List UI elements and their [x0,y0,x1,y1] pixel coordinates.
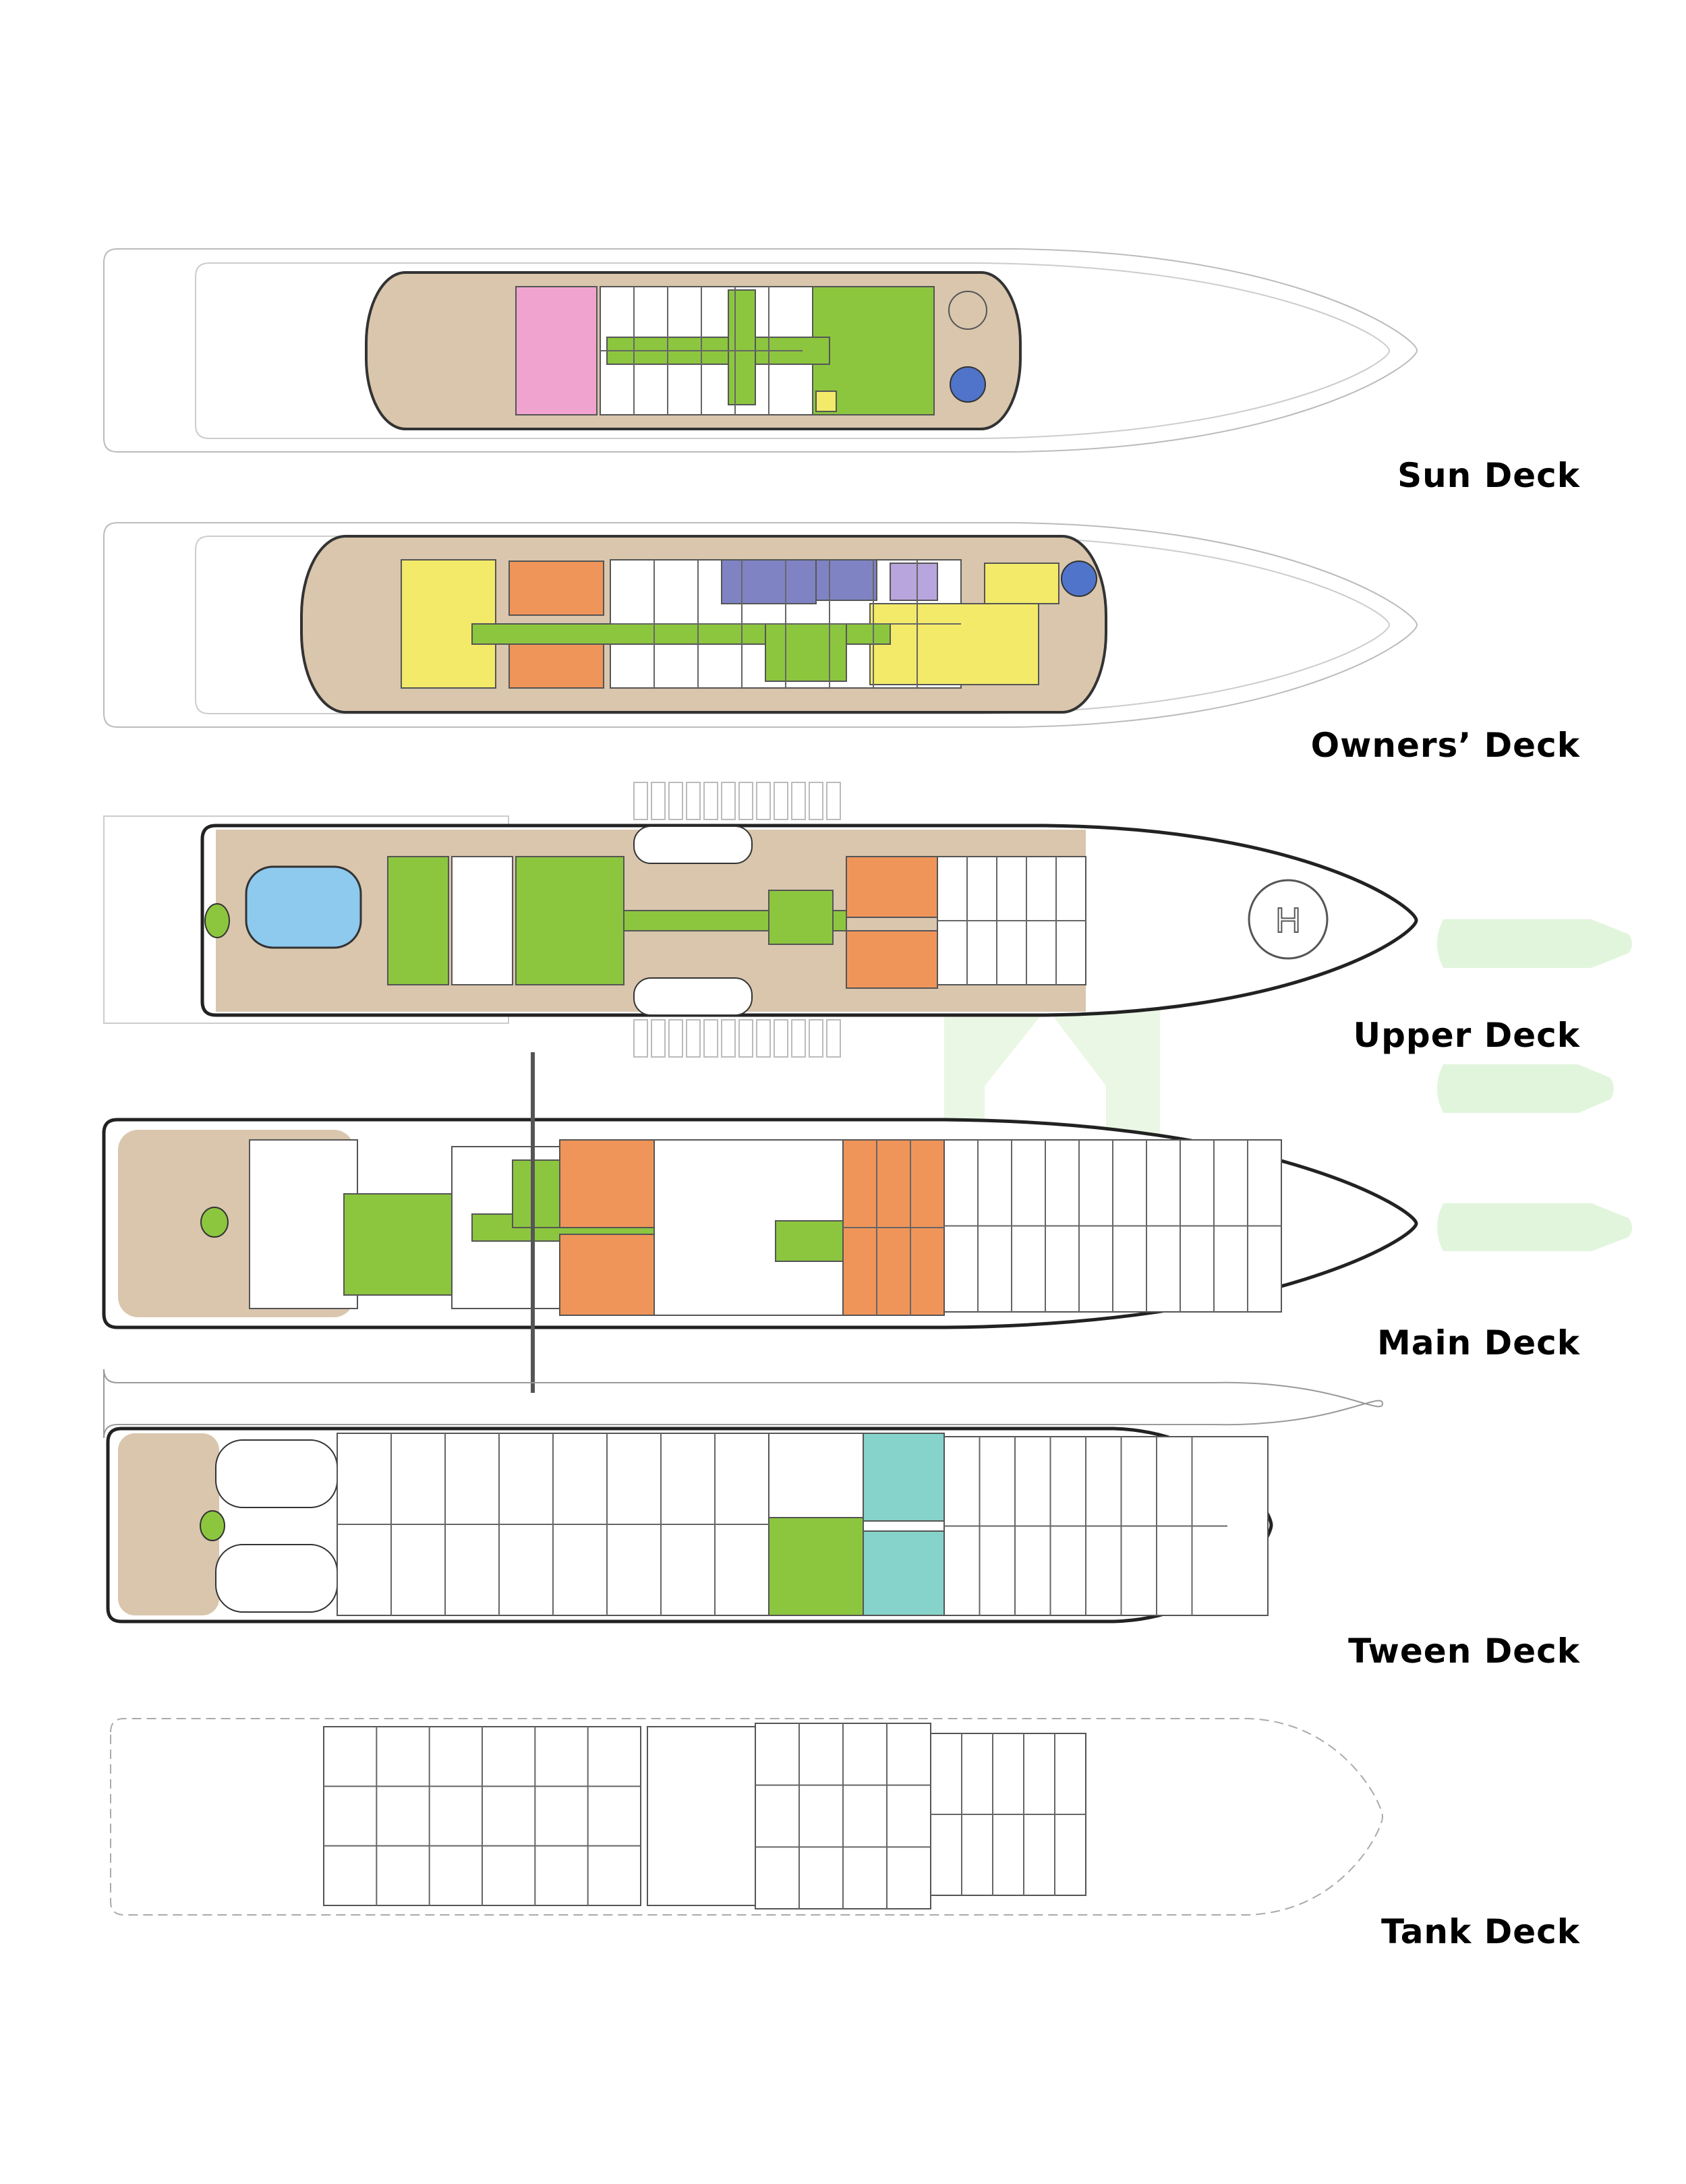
guest-cabin [846,856,938,918]
swimming-pool [245,865,362,949]
pantry [815,391,837,412]
tanks [647,1726,756,1906]
watermark-bar-middle [1437,1064,1614,1113]
deck-label-upper: Upper Deck [1353,1016,1580,1055]
helipad-marker: H [1275,901,1301,940]
dressing [890,563,938,601]
tank-deck-plan [110,1718,1384,1916]
owners-jacuzzi [1061,561,1097,597]
side-platform [774,782,788,820]
side-platform [721,1019,736,1058]
tender-garage [215,1544,338,1613]
tween-deck-plan [103,1369,1384,1623]
helipad-circle [1248,879,1329,960]
aft-lobby [200,1207,229,1238]
stair-hall [728,289,756,405]
owners-deck-hull-outline [103,522,1418,728]
gym [768,1517,864,1616]
tank-deck-hull [110,1718,1384,1916]
watermark-bar-top [1437,919,1632,968]
owner-lounge [765,623,847,682]
side-platform [633,782,648,820]
jacuzzi [950,366,986,403]
office [721,559,817,604]
side-platform [668,1019,683,1058]
side-platform [756,782,771,820]
side-platform [756,1019,771,1058]
dining-salon [343,1193,453,1296]
owners-deck-plan [103,522,1418,728]
side-platform [809,1019,823,1058]
side-platform [826,1019,841,1058]
side-platform [703,782,718,820]
spa-area [515,286,598,415]
deck-label-sun: Sun Deck [1397,456,1580,495]
side-platform [774,1019,788,1058]
crew-mess [863,1433,945,1522]
side-platform [826,782,841,820]
crew-lounge [863,1530,945,1616]
deck-label-owners: Owners’ Deck [1310,726,1580,765]
tender-garage [215,1439,338,1508]
side-platform [721,782,736,820]
tender [633,826,753,864]
side-platform [791,782,806,820]
aft-platform [204,903,230,938]
guest-cabin [559,1139,655,1228]
tween-deck-beach-club [118,1433,219,1615]
sun-deck-plan [103,248,1418,453]
deck-label-tween: Tween Deck [1348,1632,1580,1671]
side-platform [738,782,753,820]
deck-label-main: Main Deck [1377,1323,1580,1362]
main-salon [515,856,624,985]
sun-deck-inner-outline [195,262,1391,439]
tender [633,977,753,1016]
side-platform [651,782,666,820]
vip-cabin [508,561,604,616]
side-platform [686,1019,701,1058]
sun-deck-hull-outline [103,248,1418,453]
side-platform [651,1019,666,1058]
dining-room [387,856,449,985]
tween-lobby [200,1510,225,1541]
watermark-bar-bottom [1437,1203,1632,1251]
side-platform [703,1019,718,1058]
sun-deck-seating [948,291,987,330]
side-platform [668,782,683,820]
side-platform [738,1019,753,1058]
upper-deck-plan: H [103,782,1418,1058]
vip-cabin [508,637,604,689]
tween-outline [103,1369,1384,1439]
side-platform [633,1019,648,1058]
galley [249,1139,358,1309]
foyer [512,1159,560,1228]
pantry-stairs [451,856,513,985]
side-platform [791,1019,806,1058]
guest-cabin [846,930,938,989]
deck-label-tank: Tank Deck [1381,1912,1580,1951]
office [815,559,877,601]
owner-suite [869,603,1039,685]
side-platform [809,782,823,820]
owner-bath [984,563,1059,604]
guest-cabin [559,1234,655,1316]
side-platform [686,782,701,820]
main-deck-plan [102,1052,1418,1393]
library [768,890,834,945]
